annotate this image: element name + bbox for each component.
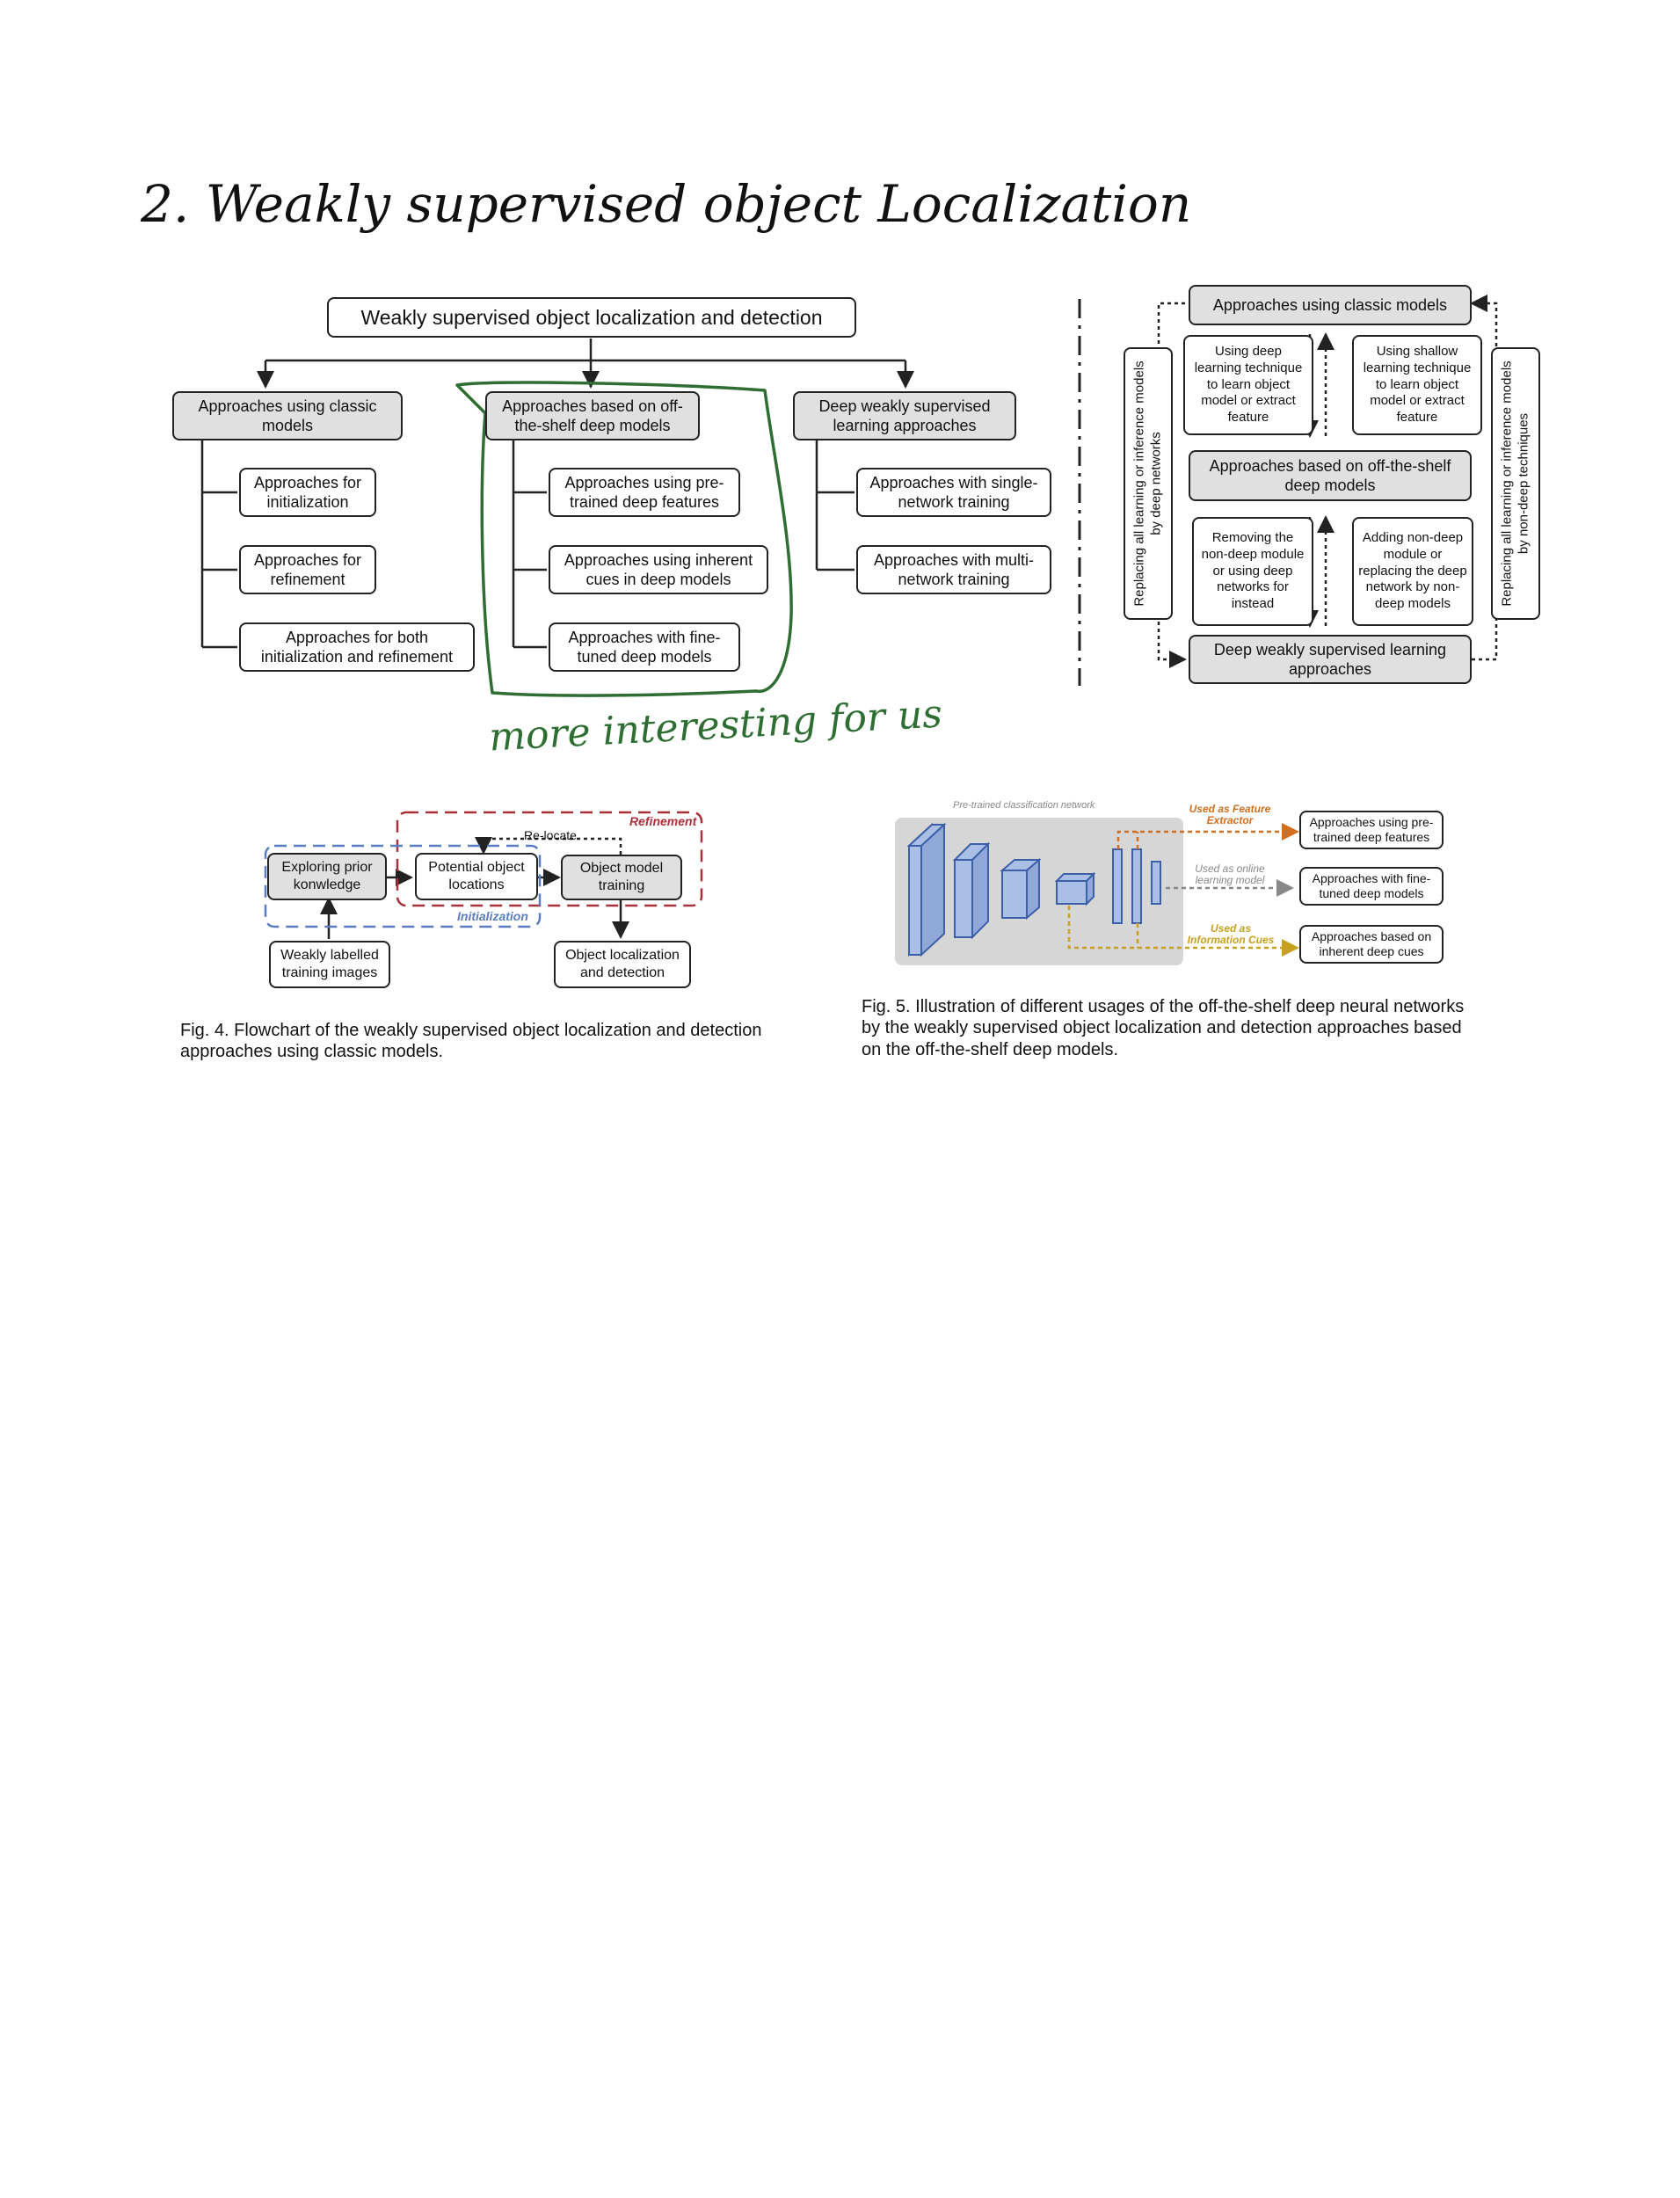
fig4-output-box: Object localization and detection (554, 941, 691, 988)
tree-category-deep: Deep weakly supervised learning approach… (793, 391, 1016, 440)
fig4-object-model-box: Object model training (561, 855, 682, 900)
relation-top-box: Approaches using classic models (1189, 285, 1472, 325)
fig5-out-pretrained-box: Approaches using pre-trained deep featur… (1299, 811, 1444, 849)
handwritten-heading: 2. Weakly supervised object Localization (141, 174, 1192, 234)
relation-right-side-box: Replacing all learning or inference mode… (1491, 347, 1540, 620)
tree-leaf-pretrained-features: Approaches using pre-trained deep featur… (549, 468, 740, 517)
tree-leaf-finetuned: Approaches with fine-tuned deep models (549, 622, 740, 672)
fig5-feature-extractor-label: Used as Feature Extractor (1189, 803, 1271, 826)
fig5-online-model-label: Used as online learning model (1195, 862, 1265, 886)
fig4-potential-box: Potential object locations (415, 853, 538, 900)
relation-left-side-label: Replacing all learning or inference mode… (1131, 360, 1163, 607)
tree-leaf-inherent-cues: Approaches using inherent cues in deep m… (549, 545, 768, 594)
tree-leaf-multi-network: Approaches with multi-network training (856, 545, 1051, 594)
fig5-out-inherent-box: Approaches based on inherent deep cues (1299, 925, 1444, 964)
tree-leaf-refinement: Approaches for refinement (239, 545, 376, 594)
tree-category-offshelf: Approaches based on off-the-shelf deep m… (485, 391, 700, 440)
fig5-information-cues-label: Used as Information Cues (1187, 922, 1275, 946)
tree-category-classic: Approaches using classic models (172, 391, 403, 440)
fig4-caption: Fig. 4. Flowchart of the weakly supervis… (180, 1021, 762, 1062)
relation-bottom-box: Deep weakly supervised learning approach… (1189, 635, 1472, 684)
tree-leaf-initialization: Approaches for initialization (239, 468, 376, 517)
relation-middle-box: Approaches based on off-the-shelf deep m… (1189, 450, 1472, 501)
fig5-out-finetuned-box: Approaches with fine-tuned deep models (1299, 867, 1444, 906)
relation-left-side-box: Replacing all learning or inference mode… (1124, 347, 1173, 620)
relation-shallow-technique-box: Using shallow learning technique to lear… (1352, 335, 1482, 435)
relation-removing-box: Removing the non-deep module or using de… (1192, 517, 1313, 626)
fig5-network-label: Pre-trained classification network (953, 800, 1095, 811)
fig4-weakly-labelled-box: Weakly labelled training images (269, 941, 390, 988)
relation-deep-technique-box: Using deep learning technique to learn o… (1183, 335, 1313, 435)
fig4-initialization-label: Initialization (457, 909, 528, 923)
relation-right-side-label: Replacing all learning or inference mode… (1499, 360, 1531, 607)
fig5-caption: Fig. 5. Illustration of different usages… (862, 997, 1465, 1059)
fig4-refinement-label: Refinement (629, 814, 697, 828)
tree-leaf-both: Approaches for both initialization and r… (239, 622, 475, 672)
tree-root-box: Weakly supervised object localization an… (327, 297, 856, 338)
tree-leaf-single-network: Approaches with single-network training (856, 468, 1051, 517)
relation-adding-box: Adding non-deep module or replacing the … (1352, 517, 1473, 626)
fig4-exploring-box: Exploring prior konwledge (267, 853, 387, 900)
fig4-relocate-label: Re-locate (524, 828, 577, 842)
